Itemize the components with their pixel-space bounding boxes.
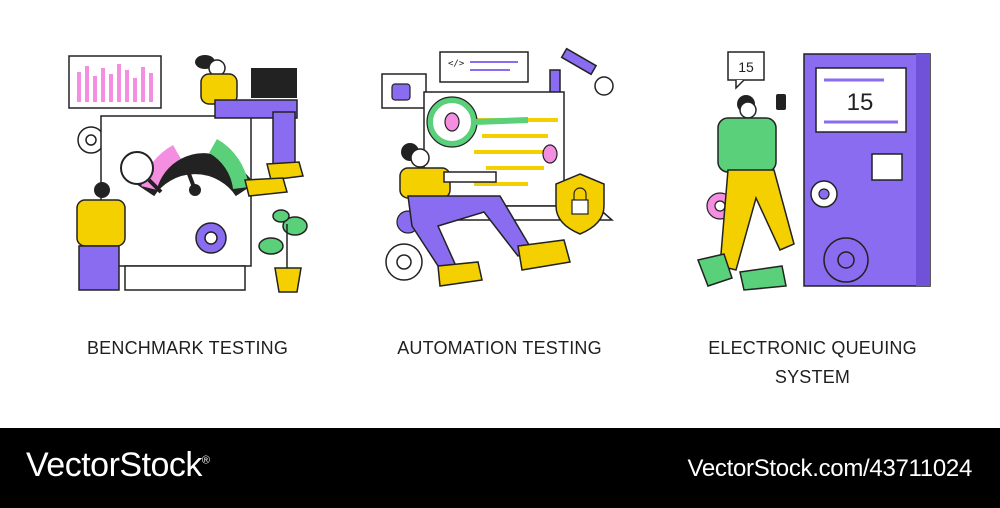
brand-logo[interactable]: VectorStock® bbox=[26, 446, 210, 485]
monitor-icon bbox=[100, 115, 252, 291]
speech-bubble-icon: 15 bbox=[727, 51, 765, 90]
caption-line-2: SYSTEM bbox=[774, 367, 851, 387]
registered-mark: ® bbox=[201, 454, 210, 467]
queue-kiosk-icon: 15 bbox=[803, 53, 931, 287]
benchmark-illustration bbox=[65, 40, 310, 300]
person-phone-icon bbox=[696, 94, 795, 291]
sitting-person-laptop-icon bbox=[195, 55, 304, 197]
bubble-number: 15 bbox=[738, 59, 754, 75]
caption-electronic-queuing: ELECTRONIC QUEUING SYSTEM bbox=[685, 334, 940, 392]
caption-automation-testing: AUTOMATION TESTING bbox=[397, 338, 602, 358]
shield-lock-icon bbox=[555, 173, 605, 235]
bar-chart-card-icon bbox=[68, 55, 162, 109]
speedometer-icon bbox=[135, 137, 255, 197]
automation-illustration: </> bbox=[378, 40, 623, 300]
standing-person-icon bbox=[76, 182, 126, 291]
plant-icon bbox=[258, 209, 308, 293]
svg-text:</>: </> bbox=[448, 59, 465, 69]
bug-icon bbox=[542, 144, 558, 164]
person-laptop-icon bbox=[399, 143, 571, 287]
caption-benchmark-testing: BENCHMARK TESTING bbox=[86, 338, 289, 358]
queuing-illustration: 15 15 bbox=[690, 40, 935, 300]
gear-outline-icon bbox=[77, 126, 105, 154]
purple-gear-icon bbox=[195, 222, 227, 254]
bug-magnifier-icon bbox=[426, 96, 529, 148]
thumbs-up-icon bbox=[381, 73, 427, 109]
footer-bar: VectorStock® VectorStock.com/43711024 bbox=[0, 428, 1000, 508]
brand-text: VectorStock bbox=[26, 446, 202, 484]
stock-id-link[interactable]: VectorStock.com/43711024 bbox=[687, 455, 972, 482]
code-window-icon: </> bbox=[439, 51, 529, 83]
caption-line-1: ELECTRONIC QUEUING bbox=[708, 338, 917, 358]
screen-number: 15 bbox=[847, 89, 874, 116]
magnifier-icon bbox=[120, 151, 163, 194]
